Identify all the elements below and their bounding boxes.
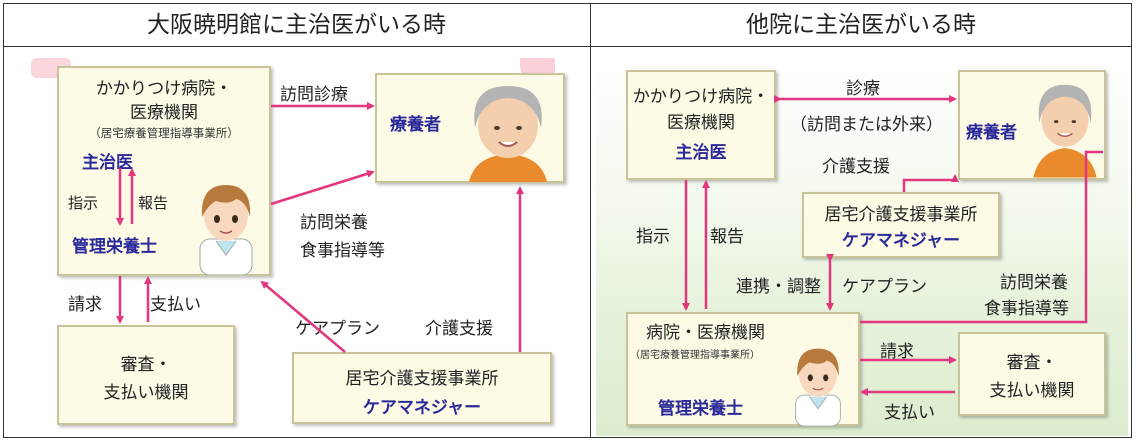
header-divider (3, 46, 1132, 47)
care-office-label: 居宅介護支援事業所 (345, 369, 499, 389)
care-manager-label: ケアマネジャー (841, 231, 961, 251)
care-office-label: 居宅介護支援事業所 (824, 205, 978, 225)
dietitian-avatar (199, 185, 253, 275)
dietitian-avatar (795, 348, 841, 426)
care-manager-label: ケアマネジャー (362, 398, 482, 418)
visit-nutrition-2: 食事指導等 (984, 299, 1069, 319)
clinic-label-1: かかりつけ病院・ (632, 87, 770, 107)
review-box (958, 332, 1106, 416)
patient-label: 療養者 (390, 115, 441, 135)
claim-label: 請求 (68, 295, 102, 315)
left-title: 大阪暁明館に主治医がいる時 (147, 12, 446, 38)
visit-nutrition-2: 食事指導等 (300, 241, 385, 261)
patient-avatar (469, 86, 547, 182)
care-note: （訪問または外来） (790, 115, 943, 135)
hospital-note: （居宅療養管理指導事業所） (630, 350, 760, 361)
column-divider (590, 3, 591, 438)
clinic-label-2: 医療機関 (130, 103, 198, 123)
care-office-box (292, 352, 552, 424)
careplan-label: ケアプラン (295, 319, 380, 339)
review-box (57, 325, 235, 425)
clinic-label-2: 医療機関 (667, 113, 735, 133)
review-label-1: 審査・ (120, 355, 172, 375)
visit-nutrition-1: 訪問栄養 (300, 213, 368, 233)
review-label-2: 支払い機関 (989, 381, 1075, 401)
hospital-label: 病院・医療機関 (646, 323, 765, 343)
clinic-box (626, 70, 776, 180)
right-title: 他院に主治医がいる時 (746, 12, 976, 38)
report-label: 報告 (138, 194, 169, 212)
review-label-2: 支払い機関 (103, 383, 189, 403)
claim-label: 請求 (880, 342, 914, 362)
dietitian-label: 管理栄養士 (658, 399, 743, 419)
table-frame (3, 3, 1132, 438)
payment-label: 支払い (884, 403, 935, 423)
patient-label: 療養者 (966, 123, 1017, 143)
care-label: 診療 (846, 79, 880, 99)
dietitian-label: 管理栄養士 (72, 237, 157, 257)
doctor-label: 主治医 (82, 153, 133, 173)
care-support-label: 介護支援 (425, 319, 493, 339)
careplan-label: ケアプラン (842, 277, 927, 297)
doctor-label: 主治医 (675, 143, 727, 163)
coordination-label: 連携・調整 (736, 277, 821, 297)
clinic-label-1: かかりつけ病院・ (95, 79, 233, 99)
payment-label: 支払い (150, 295, 201, 315)
review-label-1: 審査・ (1006, 353, 1058, 373)
clinic-note: （居宅療養管理指導事業所） (89, 126, 239, 140)
care-support-label: 介護支援 (822, 157, 890, 177)
patient-avatar (1033, 84, 1097, 178)
report-label: 報告 (710, 227, 744, 247)
instruct-label: 指示 (636, 227, 670, 247)
visit-care-label: 訪問診療 (280, 85, 348, 105)
visit-nutrition-1: 訪問栄養 (1000, 273, 1068, 293)
instruct-label: 指示 (68, 194, 99, 212)
